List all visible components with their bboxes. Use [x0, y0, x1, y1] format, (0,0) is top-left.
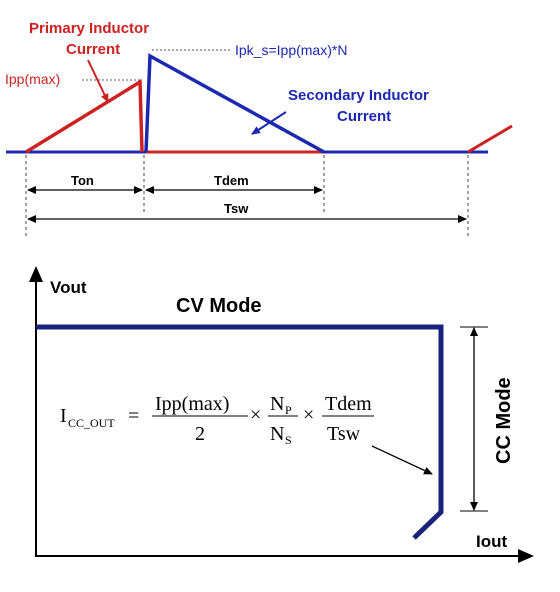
icc-out-formula: I CC_OUT = Ipp(max) 2 × N P N S × Tdem T…: [60, 393, 433, 475]
fraction1-denominator: 2: [195, 423, 205, 445]
cv-cc-curve: [36, 324, 444, 540]
vout-axis-label: Vout: [50, 278, 87, 297]
timing-guides: [25, 155, 469, 236]
formula-equals: =: [128, 405, 139, 427]
times-sign-1: ×: [250, 404, 261, 426]
iout-axis-label: Iout: [476, 532, 507, 551]
secondary-label-arrow: [251, 111, 287, 135]
times-sign-2: ×: [303, 404, 314, 426]
ton-label: Ton: [71, 173, 94, 188]
secondary-current-ramp: [144, 53, 325, 154]
ipk-s-label: Ipk_s=Ipp(max)*N: [235, 42, 347, 58]
fraction2-numerator-sub: P: [285, 403, 292, 417]
output-characteristic: Vout Iout CV Mode CC Mode I CC_OUT = Ipp…: [29, 266, 534, 563]
primary-next-ramp: [467, 124, 513, 154]
tsw-label: Tsw: [224, 201, 249, 216]
fraction3-denominator: Tsw: [327, 423, 361, 445]
primary-label-line1: Primary Inductor: [29, 20, 149, 37]
fraction2-denominator-sub: S: [285, 433, 292, 447]
waveform-section: Primary Inductor Current Ipp(max) Ipk_s=…: [5, 20, 513, 236]
fraction2-numerator: N: [270, 393, 284, 415]
formula-lhs: I: [60, 405, 67, 427]
formula-lhs-sub: CC_OUT: [68, 416, 115, 430]
fraction1-numerator: Ipp(max): [155, 393, 229, 415]
tdem-label: Tdem: [214, 173, 249, 188]
ipp-max-label: Ipp(max): [5, 71, 60, 87]
secondary-label-line2: Current: [337, 108, 391, 125]
secondary-label-line1: Secondary Inductor: [288, 87, 429, 104]
fraction3-numerator: Tdem: [325, 393, 372, 415]
cv-mode-label: CV Mode: [176, 295, 262, 317]
fraction2-denominator: N: [270, 423, 284, 445]
primary-current-ramp: [25, 78, 144, 154]
primary-label-arrow: [87, 59, 109, 103]
tsw-to-curve-arrow: [371, 445, 433, 475]
cc-mode-label: CC Mode: [493, 377, 515, 464]
primary-label-line2: Current: [66, 41, 120, 58]
